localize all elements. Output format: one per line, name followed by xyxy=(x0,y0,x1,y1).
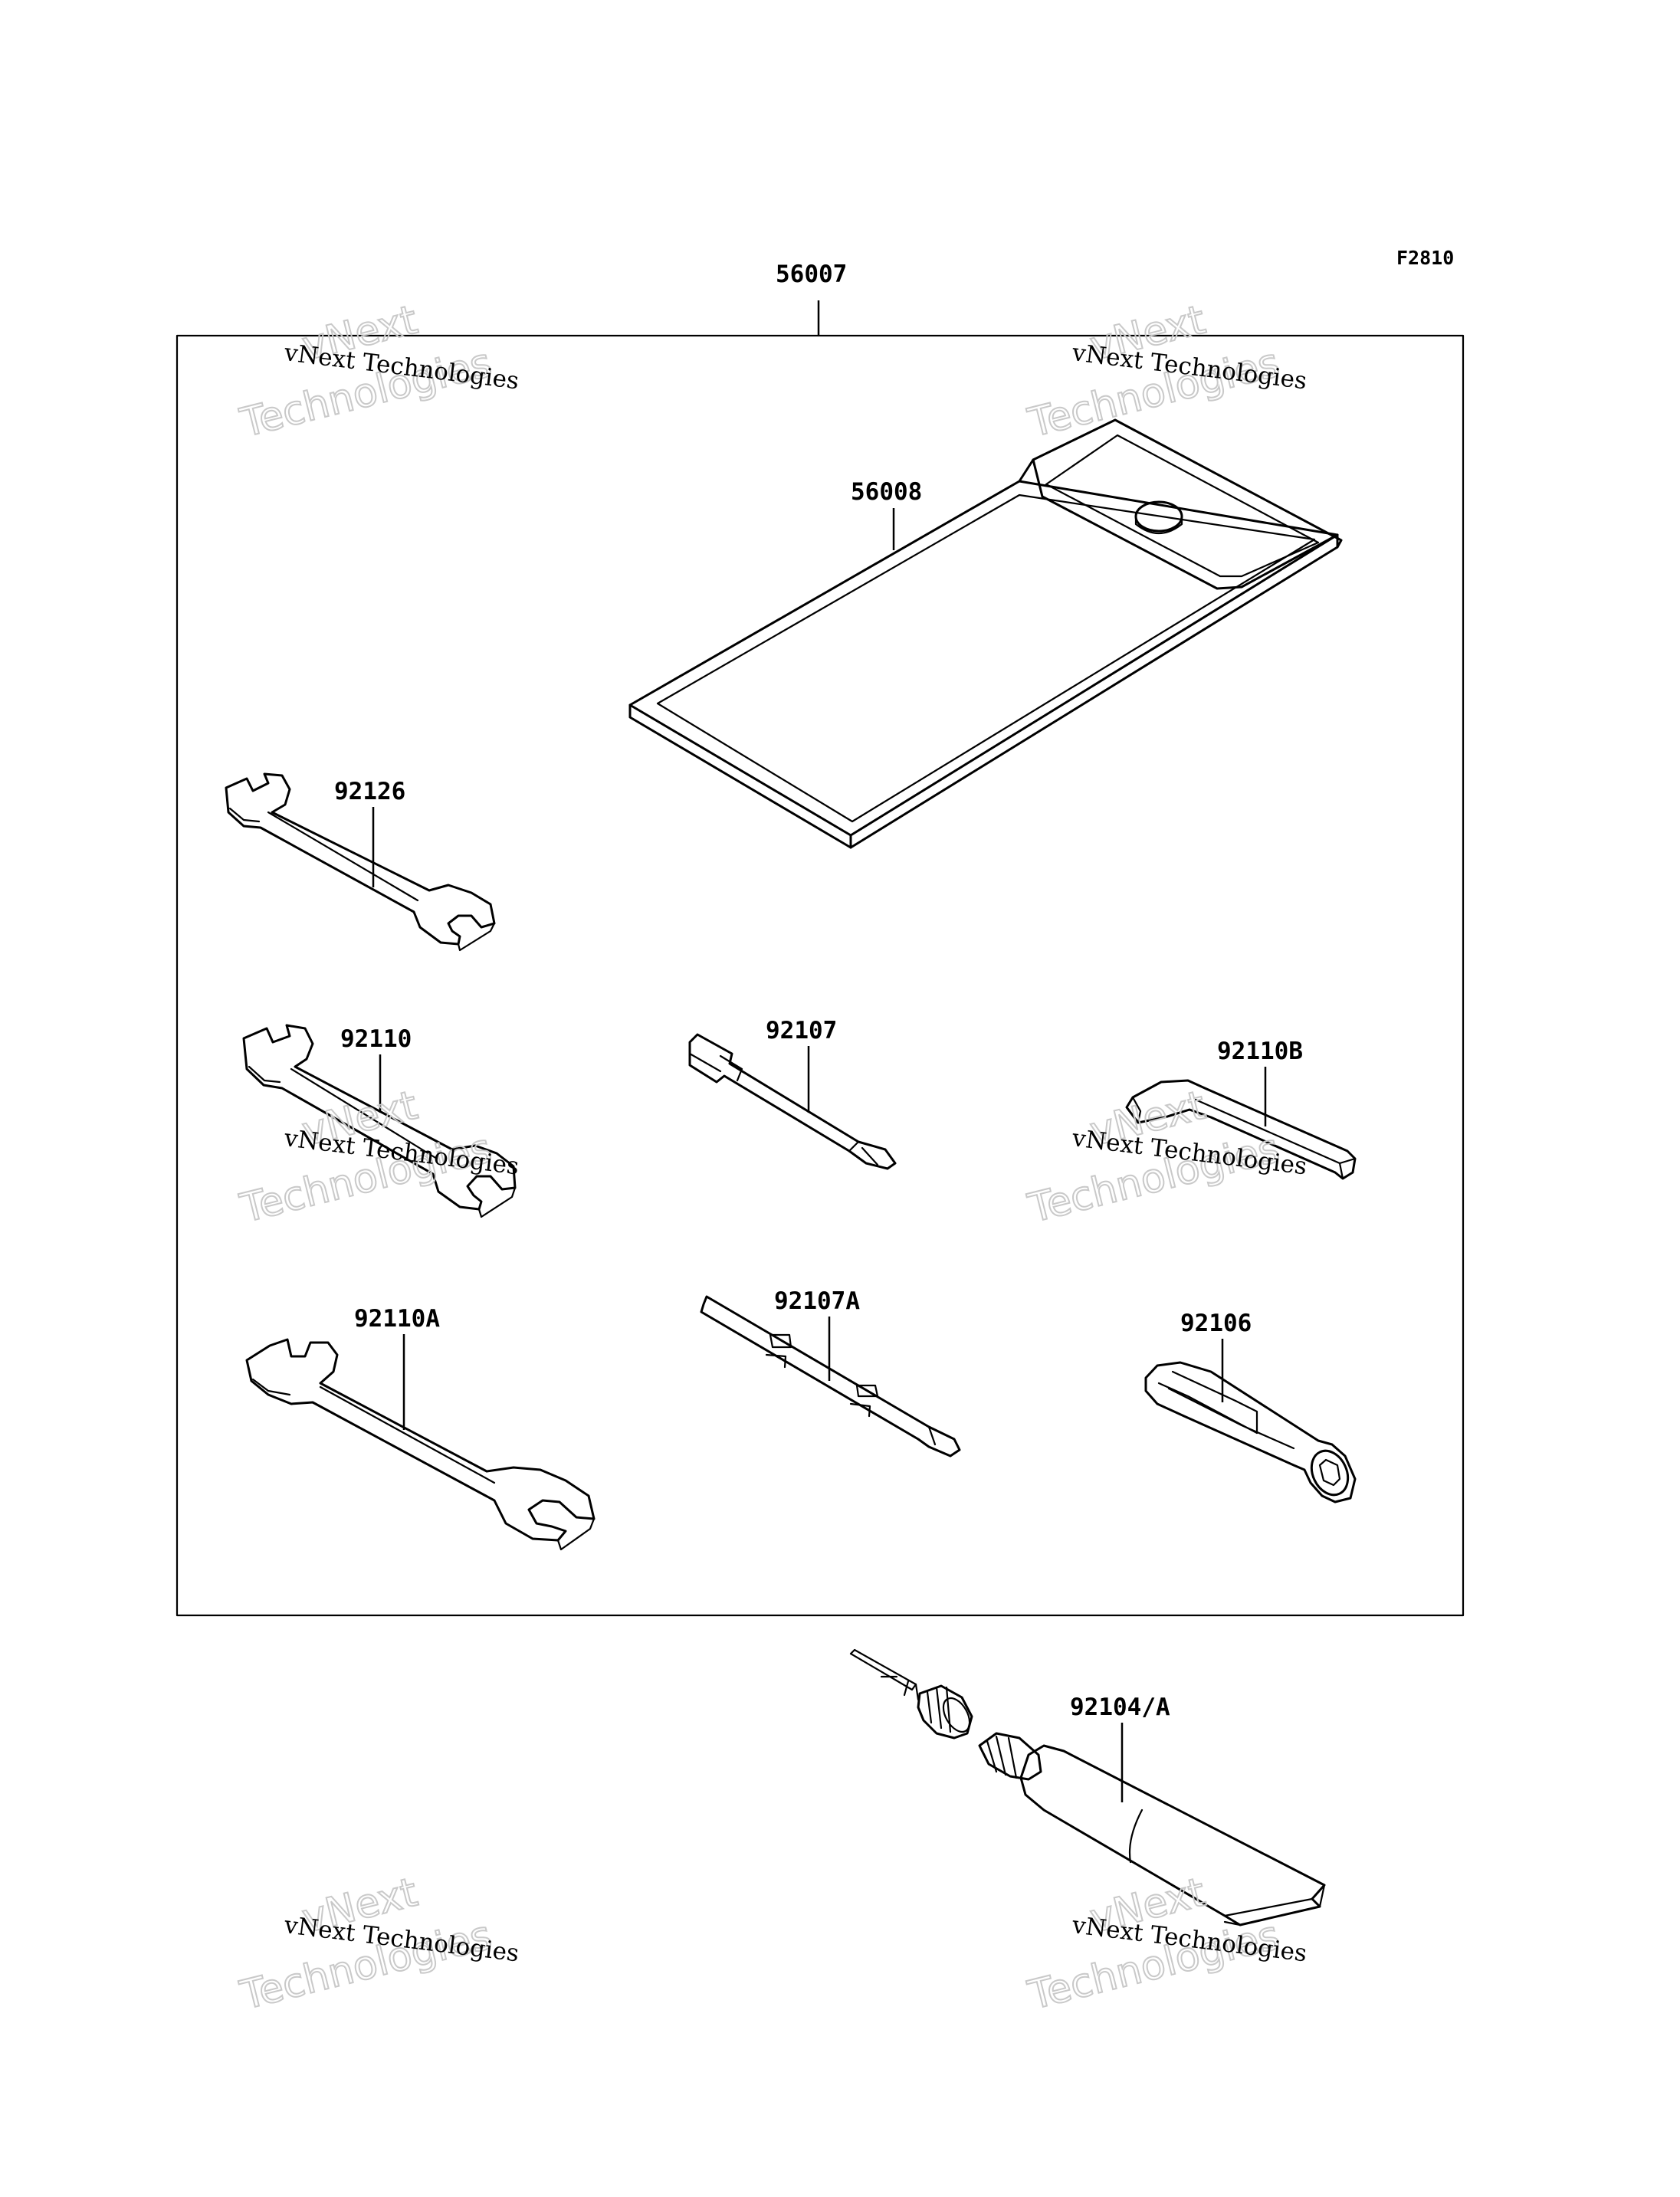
label-screwdriver-tip[interactable]: 92107 xyxy=(766,1017,837,1044)
grease-tube-drawing xyxy=(849,1648,1326,1926)
watermark-1: vNext Technologies vNext Technologies xyxy=(235,297,520,448)
watermark-5: vNext Technologies vNext Technologies xyxy=(235,1869,520,2020)
wrench-large-drawing xyxy=(245,1338,596,1551)
label-pouch[interactable]: 56008 xyxy=(851,478,922,506)
label-screwdriver-shaft[interactable]: 92107A xyxy=(774,1287,860,1315)
screwdriver-tip-drawing xyxy=(688,1033,897,1170)
hex-key-drawing xyxy=(1125,1079,1357,1180)
label-kit[interactable]: 56007 xyxy=(776,261,847,288)
wrench-medium-drawing xyxy=(242,1024,517,1218)
label-hex-key[interactable]: 92110B xyxy=(1217,1038,1303,1065)
label-wrench-small[interactable]: 92126 xyxy=(334,778,405,805)
handle-drawing xyxy=(1144,1361,1357,1503)
kit-frame xyxy=(176,334,1465,1617)
label-wrench-large[interactable]: 92110A xyxy=(354,1305,440,1333)
figure-code: F2810 xyxy=(1396,247,1454,269)
wrench-small-drawing xyxy=(225,772,496,952)
screwdriver-shaft-drawing xyxy=(700,1295,961,1458)
label-wrench-medium[interactable]: 92110 xyxy=(340,1025,412,1053)
watermark-2: vNext Technologies vNext Technologies xyxy=(1023,297,1308,448)
label-handle[interactable]: 92106 xyxy=(1180,1310,1252,1337)
tool-pouch-drawing xyxy=(628,418,1343,849)
label-grease-tube[interactable]: 92104/A xyxy=(1070,1694,1170,1721)
watermark-6: vNext Technologies vNext Technologies xyxy=(1023,1869,1308,2020)
